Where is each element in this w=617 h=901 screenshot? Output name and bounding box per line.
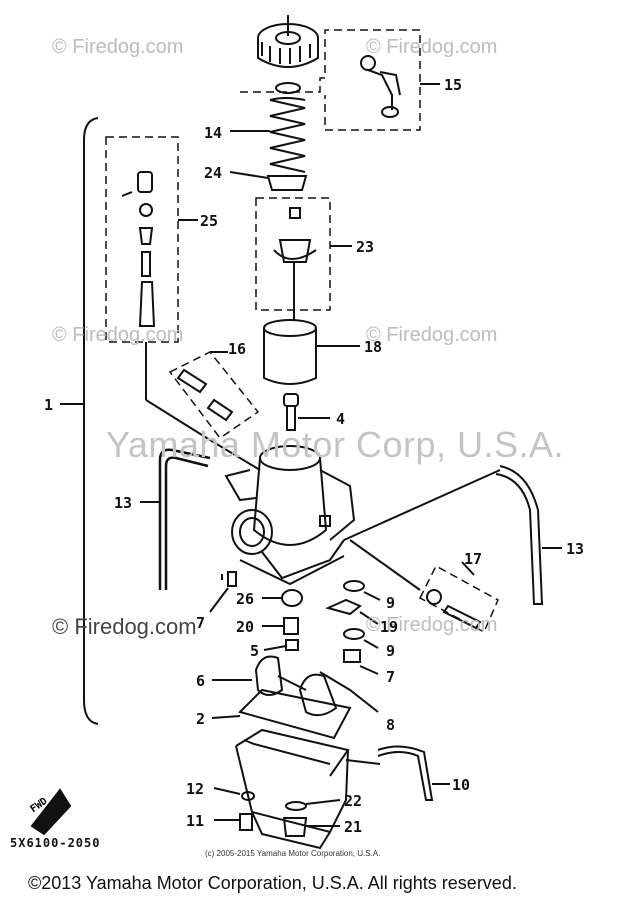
dashed-box-25 xyxy=(105,136,179,343)
label-part-20: 20 xyxy=(236,618,255,636)
label-part-12: 12 xyxy=(186,780,205,798)
part-9-washer-a xyxy=(343,580,365,592)
label-part-1: 1 xyxy=(44,396,54,414)
label-part-11: 11 xyxy=(186,812,205,830)
label-part-5: 5 xyxy=(250,642,260,660)
diagram-code: 5X6100-2050 xyxy=(10,836,101,850)
label-part-19: 19 xyxy=(380,618,399,636)
part-25-assembly xyxy=(121,171,156,327)
part-23-needle xyxy=(273,207,317,320)
label-part-13-left: 13 xyxy=(114,494,133,512)
cap-seal xyxy=(275,82,301,94)
part-10-tube xyxy=(377,745,434,801)
part-11-screw xyxy=(239,813,253,831)
label-part-22: 22 xyxy=(344,792,363,810)
label-part-18: 18 xyxy=(364,338,383,356)
dashed-box-16 xyxy=(168,351,260,440)
fwd-arrow-icon xyxy=(30,788,72,836)
label-part-10: 10 xyxy=(452,776,471,794)
part-20-jet xyxy=(283,617,299,635)
part-13-tube-left xyxy=(158,448,211,590)
label-part-21: 21 xyxy=(344,818,363,836)
part-7-nut xyxy=(343,649,361,663)
label-part-9-lower: 9 xyxy=(386,642,396,660)
part-24-seal xyxy=(266,175,308,191)
part-17-screw xyxy=(426,589,482,630)
watermark-top-right: © Firedog.com xyxy=(366,36,498,58)
part-12-washer xyxy=(241,791,255,801)
watermark-mid-right: © Firedog.com xyxy=(366,324,498,346)
dashed-box-17 xyxy=(419,564,499,634)
part-21-plug xyxy=(282,817,308,837)
label-part-24: 24 xyxy=(204,164,223,182)
watermark-lower-right: © Firedog.com xyxy=(366,614,498,636)
watermark-brand: Yamaha Motor Corp, U.S.A. xyxy=(106,424,564,465)
label-part-2: 2 xyxy=(196,710,206,728)
part-6-float xyxy=(254,655,338,717)
part-18-throttle-valve xyxy=(263,319,317,385)
label-part-4: 4 xyxy=(336,410,346,428)
part-13-tube-right xyxy=(495,465,544,605)
label-part-6: 6 xyxy=(196,672,206,690)
label-part-8: 8 xyxy=(386,716,396,734)
label-part-7-left: 7 xyxy=(196,614,206,632)
part-1-bracket xyxy=(83,117,99,725)
part-16-screw xyxy=(176,368,234,422)
label-part-26: 26 xyxy=(236,590,255,608)
label-part-13-right: 13 xyxy=(566,540,585,558)
footer-copyright: ©2013 Yamaha Motor Corporation, U.S.A. A… xyxy=(28,873,517,893)
part-5-jet xyxy=(285,639,299,651)
part-2-gasket xyxy=(238,688,352,740)
part-26-washer xyxy=(281,589,303,607)
label-part-17: 17 xyxy=(464,550,483,568)
float-bowl xyxy=(235,728,350,850)
label-part-14: 14 xyxy=(204,124,223,142)
label-part-15: 15 xyxy=(444,76,463,94)
part-7-screw xyxy=(221,571,237,587)
watermark-top-left: © Firedog.com xyxy=(52,36,184,58)
dashed-box-15 xyxy=(240,29,421,131)
watermark-mid-left: © Firedog.com xyxy=(52,324,184,346)
part-14-spring xyxy=(269,97,306,173)
label-part-9-upper: 9 xyxy=(386,594,396,612)
label-part-16: 16 xyxy=(228,340,247,358)
carb-body xyxy=(224,445,356,586)
small-copyright: (c) 2005-2015 Yamaha Motor Corporation, … xyxy=(205,849,381,858)
part-15-fitting xyxy=(360,55,401,118)
part-9-washer-b xyxy=(343,628,365,640)
part-19-plate xyxy=(325,598,362,616)
label-part-23: 23 xyxy=(356,238,375,256)
label-part-25: 25 xyxy=(200,212,219,230)
part-22-gasket xyxy=(285,801,307,811)
watermark-lower-left: © Firedog.com xyxy=(52,614,197,639)
part-4-nozzle xyxy=(283,393,299,431)
label-part-7-right: 7 xyxy=(386,668,396,686)
carb-top-cap xyxy=(257,15,319,68)
